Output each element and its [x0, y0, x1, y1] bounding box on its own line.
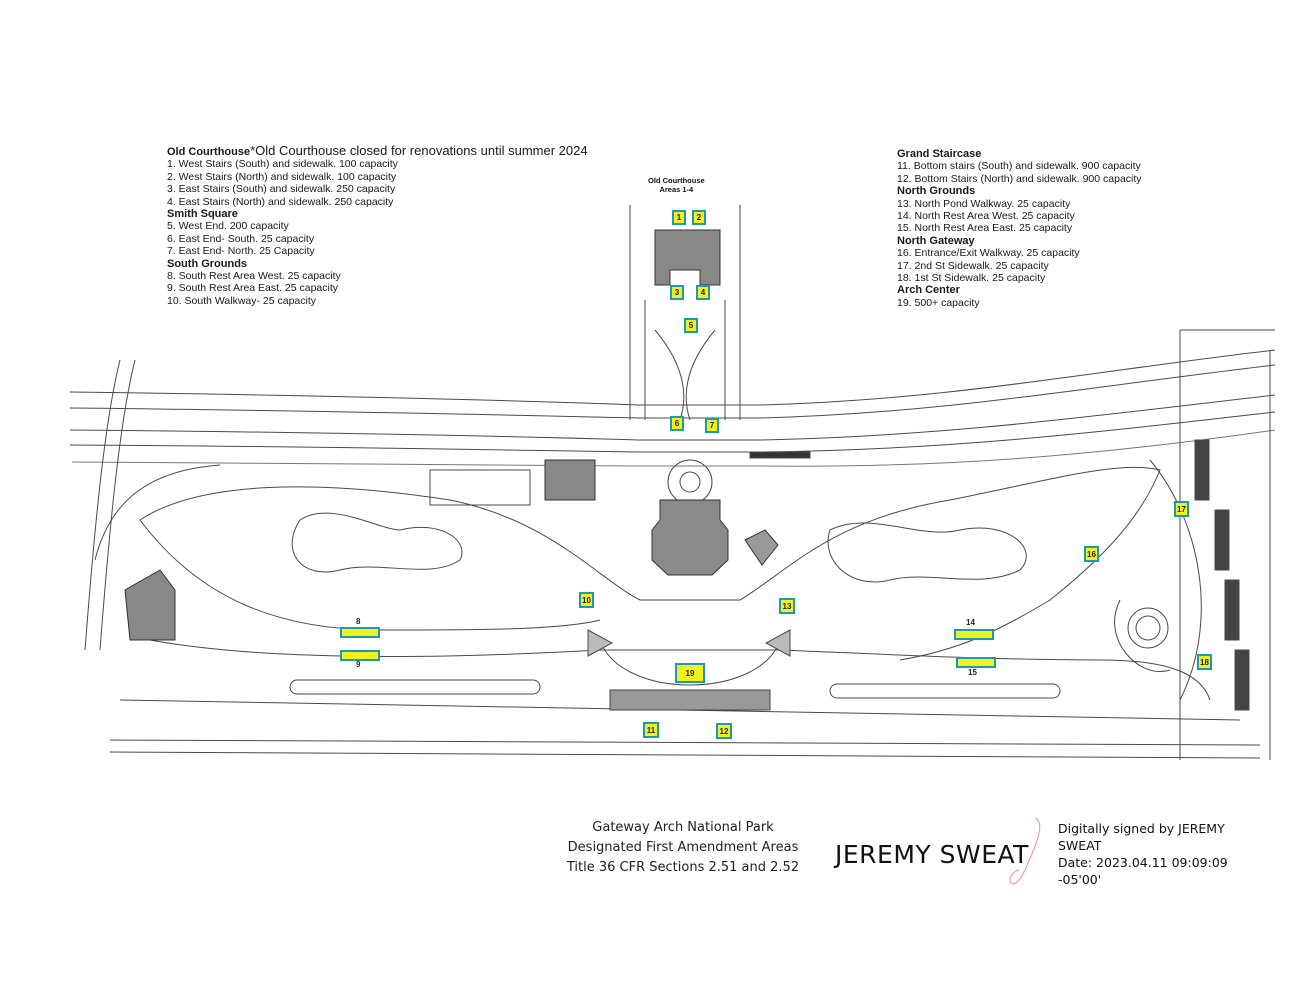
- area-marker-15-label: 15: [968, 668, 977, 677]
- legend-item: 17. 2nd St Sidewalk. 25 capacity: [897, 259, 1049, 272]
- area-marker-4[interactable]: 4: [696, 285, 710, 300]
- legend-item: 2. West Stairs (North) and sidewalk. 100…: [167, 170, 397, 183]
- map-title-block: Gateway Arch National Park Designated Fi…: [548, 818, 818, 878]
- legend-left: Old Courthouse*Old Courthouse closed for…: [167, 143, 588, 307]
- area-marker-9-label: 9: [356, 660, 361, 669]
- old-courthouse-map-label: Old Courthouse Areas 1-4: [648, 176, 705, 194]
- signature-date: Date: 2023.04.11 09:09:09: [1058, 855, 1228, 870]
- area-marker-13[interactable]: 13: [779, 598, 795, 614]
- area-marker-6[interactable]: 6: [670, 416, 684, 431]
- area-marker-15[interactable]: [956, 657, 996, 668]
- park-name: Gateway Arch National Park: [592, 820, 774, 835]
- legend-item: 19. 500+ capacity: [897, 296, 980, 309]
- map-label-line: Old Courthouse: [648, 176, 705, 185]
- legend-item: 4. East Stairs (North) and sidewalk. 250…: [167, 195, 394, 208]
- legend-item: 13. North Pond Walkway. 25 capacity: [897, 197, 1071, 210]
- legend-heading: North Grounds: [897, 185, 976, 198]
- legend-heading: Arch Center: [897, 284, 960, 297]
- area-marker-8-label: 8: [356, 617, 361, 626]
- legend-item: 16. Entrance/Exit Walkway. 25 capacity: [897, 247, 1080, 260]
- legend-heading: North Gateway: [897, 234, 975, 247]
- digital-signature-details: Digitally signed by JEREMY SWEAT Date: 2…: [1058, 820, 1248, 888]
- area-marker-14-label: 14: [966, 618, 975, 627]
- legend-item: 12. Bottom Stairs (North) and sidewalk. …: [897, 172, 1142, 185]
- area-marker-2[interactable]: 2: [692, 210, 706, 225]
- legend-item: 15. North Rest Area East. 25 capacity: [897, 222, 1073, 235]
- area-marker-19[interactable]: 19: [675, 663, 705, 683]
- legend-item: 18. 1st St Sidewalk. 25 capacity: [897, 272, 1046, 285]
- area-marker-12[interactable]: 12: [716, 723, 732, 739]
- legend-item: 11. Bottom stairs (South) and sidewalk. …: [897, 160, 1141, 173]
- area-marker-16[interactable]: 16: [1084, 546, 1099, 562]
- legend-heading: Grand Staircase: [897, 148, 982, 160]
- legend-heading: South Grounds: [167, 257, 248, 270]
- legend-heading: Smith Square: [167, 208, 238, 221]
- legend-item: 14. North Rest Area West. 25 capacity: [897, 210, 1075, 223]
- signature-scribble-icon: [1009, 817, 1041, 885]
- signature-line: Digitally signed by JEREMY: [1058, 821, 1225, 836]
- signature-line: SWEAT: [1058, 838, 1102, 853]
- area-marker-17[interactable]: 17: [1174, 501, 1189, 517]
- legend-right: Grand Staircase 11. Bottom stairs (South…: [897, 148, 1142, 309]
- area-marker-8[interactable]: [340, 627, 380, 638]
- legend-item: 7. East End- North. 25 Capacity: [167, 245, 315, 258]
- signer-name: JEREMY SWEAT: [835, 840, 1029, 869]
- area-marker-11[interactable]: 11: [643, 722, 659, 738]
- map-label-line: Areas 1-4: [659, 185, 694, 194]
- legend-item: 5. West End. 200 capacity: [167, 220, 289, 233]
- legend-item: 8. South Rest Area West. 25 capacity: [167, 270, 341, 283]
- closure-note: *Old Courthouse closed for renovations u…: [250, 143, 588, 158]
- map-subtitle: Designated First Amendment Areas: [567, 840, 799, 855]
- signature-offset: -05'00': [1058, 872, 1102, 887]
- area-marker-9[interactable]: [340, 650, 380, 661]
- area-marker-1[interactable]: 1: [672, 210, 686, 225]
- legend-item: 10. South Walkway- 25 capacity: [167, 294, 317, 307]
- area-marker-7[interactable]: 7: [705, 418, 719, 433]
- area-marker-3[interactable]: 3: [670, 285, 684, 300]
- legend-item: 6. East End- South. 25 capacity: [167, 232, 315, 245]
- area-marker-5[interactable]: 5: [684, 318, 698, 333]
- legend-item: 3. East Stairs (South) and sidewalk. 250…: [167, 183, 396, 196]
- area-marker-18[interactable]: 18: [1197, 654, 1212, 670]
- legend-item: 9. South Rest Area East. 25 capacity: [167, 282, 339, 295]
- area-marker-14[interactable]: [954, 629, 994, 640]
- area-marker-10[interactable]: 10: [579, 592, 594, 608]
- legend-item: 1. West Stairs (South) and sidewalk. 100…: [167, 158, 398, 171]
- regulation-reference: Title 36 CFR Sections 2.51 and 2.52: [566, 860, 800, 875]
- legend-heading: Old Courthouse: [167, 146, 251, 158]
